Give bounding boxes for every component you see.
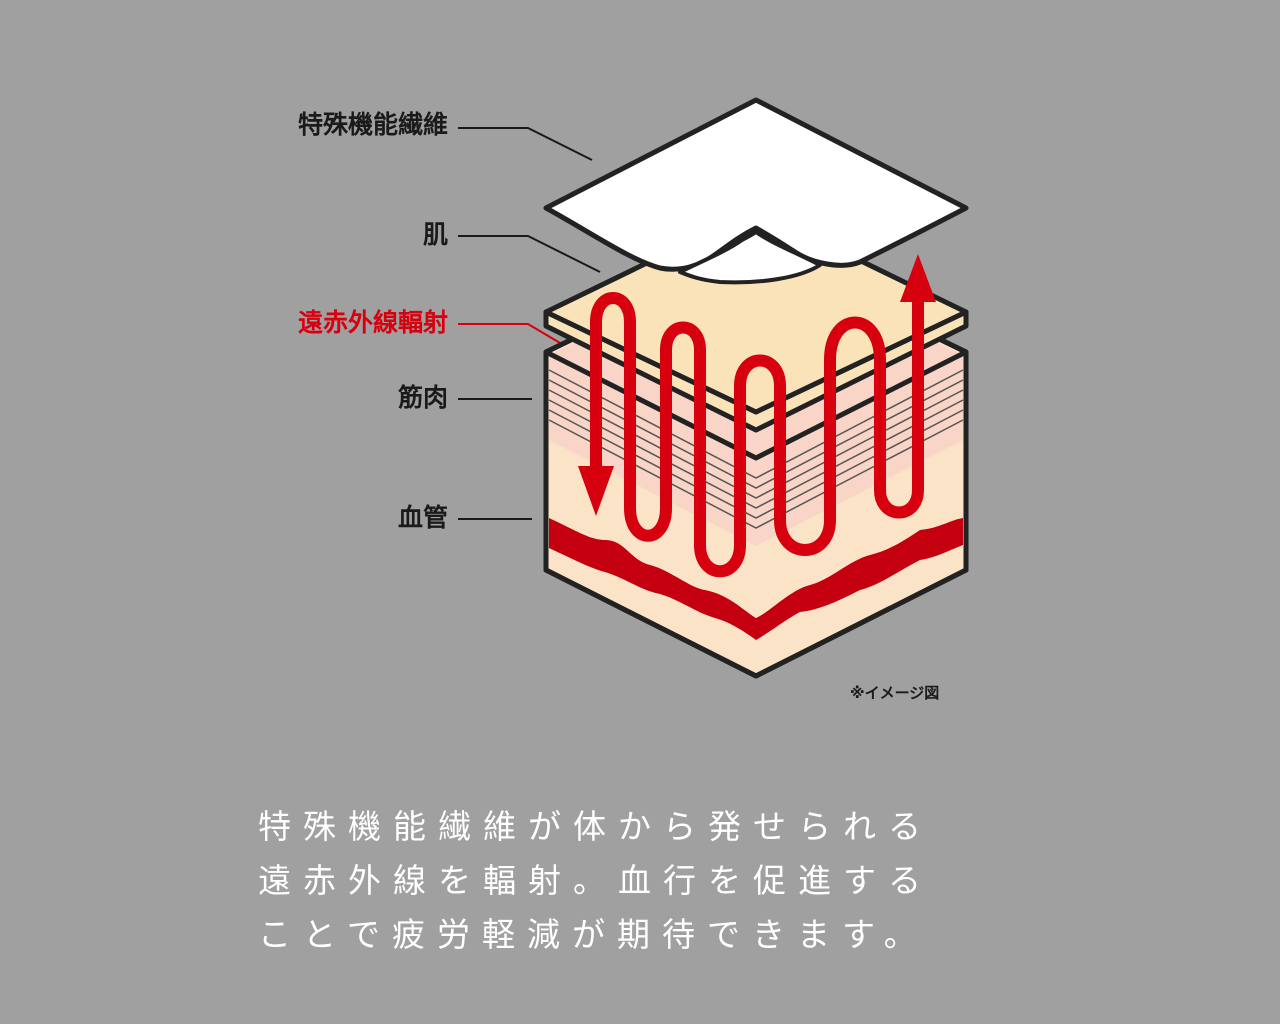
arrow-down-head — [578, 466, 614, 516]
muscle-stripes — [548, 369, 964, 529]
leader-fiber — [458, 127, 593, 161]
caption: 特殊機能繊維が体から発せられる 遠赤外線を輻射。血行を促進する ことで疲労軽減が… — [258, 800, 998, 962]
caption-line-2: 遠赤外線を輻射。血行を促進する — [258, 861, 933, 900]
caption-line-3: ことで疲労軽減が期待できます。 — [258, 915, 929, 954]
image-note: ※イメージ図 — [850, 684, 940, 702]
label-far-infrared: 遠赤外線輻射 — [297, 308, 448, 337]
blood-vessel-band — [549, 518, 963, 640]
label-blood-vessel: 血管 — [397, 503, 448, 532]
leader-lines — [458, 127, 601, 520]
arrow-up-head — [900, 254, 936, 302]
label-muscle: 筋肉 — [397, 383, 448, 412]
label-skin: 肌 — [422, 220, 448, 249]
far-infrared-wave — [590, 292, 924, 578]
far-infrared-arrowheads — [578, 254, 936, 516]
label-fiber: 特殊機能繊維 — [297, 110, 448, 139]
muscle-top-edge — [544, 349, 968, 461]
fiber-sheet — [543, 97, 969, 285]
leader-skin — [458, 235, 601, 273]
caption-line-1: 特殊機能繊維が体から発せられる — [258, 807, 933, 846]
